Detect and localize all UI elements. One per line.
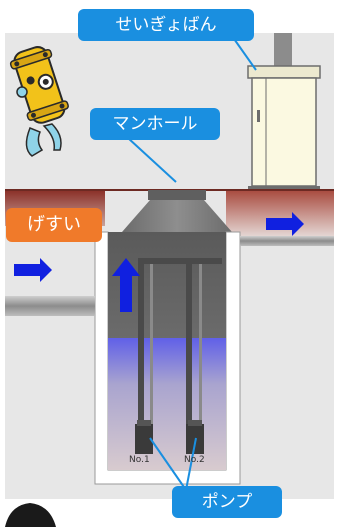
pump-leader-2 [185,437,197,491]
control-panel-label: せいぎょばん [78,9,254,41]
water-level [108,338,226,470]
pump-2-label: No.2 [184,455,205,465]
manhole-leader [127,137,177,183]
pump-1 [135,420,153,454]
manhole-mascot-icon [9,46,69,157]
pump-2 [186,420,204,454]
sewage-label: げすい [6,208,102,242]
outflow-pipe [240,236,334,246]
inflow-pipe [5,296,95,316]
flow-arrow-icon [14,212,304,312]
control-panel-cabinet [247,65,321,191]
panel-pole [274,33,292,69]
pump-1-label: No.1 [129,455,150,465]
pump-label: ポンプ [172,486,282,518]
pump-leader-1 [149,437,187,491]
control-panel-leader [231,35,257,71]
partial-mascot-bottom [5,503,56,527]
wet-well [94,231,241,485]
manhole-cone [122,190,232,232]
discharge-pipes [138,258,222,430]
manhole-label: マンホール [90,108,220,140]
